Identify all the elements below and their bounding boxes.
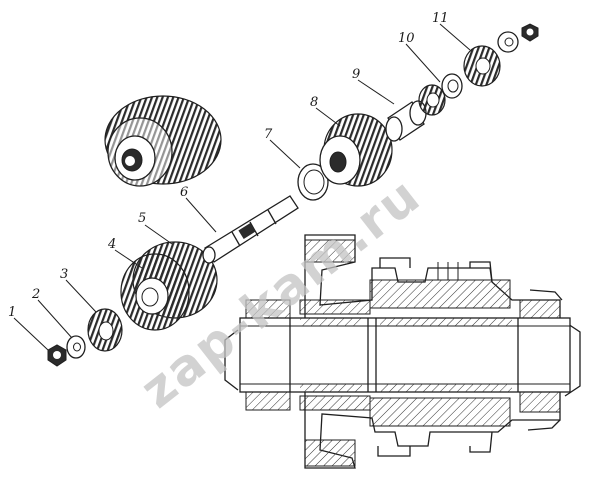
part-3-bearing	[87, 308, 123, 352]
part-label-1: 1	[8, 305, 16, 320]
part-label-10: 10	[398, 31, 415, 46]
part-label-9: 9	[352, 67, 360, 82]
part-label-7: 7	[264, 127, 273, 142]
part-2-washer	[66, 335, 86, 359]
part-10-bearing	[418, 73, 463, 116]
part-label-4: 4	[107, 237, 116, 252]
part-labels: 1 2 3 4 5 6 7 8 9 10 11	[8, 11, 449, 320]
part-label-5: 5	[138, 211, 146, 226]
part-6-shaft	[202, 195, 299, 264]
part-label-3: 3	[60, 267, 68, 282]
leader-lines	[13, 23, 471, 351]
part-8-gear	[319, 113, 393, 187]
part-label-11: 11	[432, 11, 449, 26]
shaft-section	[239, 317, 571, 393]
upper-gear-cluster	[104, 95, 222, 187]
part-4-5-gear-pair	[120, 241, 218, 331]
part-label-6: 6	[180, 185, 188, 200]
part-7-ring	[297, 163, 329, 201]
part-1-nut	[47, 344, 67, 367]
part-label-8: 8	[310, 95, 318, 110]
part-label-2: 2	[31, 287, 40, 302]
part-11-gear	[463, 23, 539, 87]
gearbox-housing-section	[224, 234, 581, 469]
